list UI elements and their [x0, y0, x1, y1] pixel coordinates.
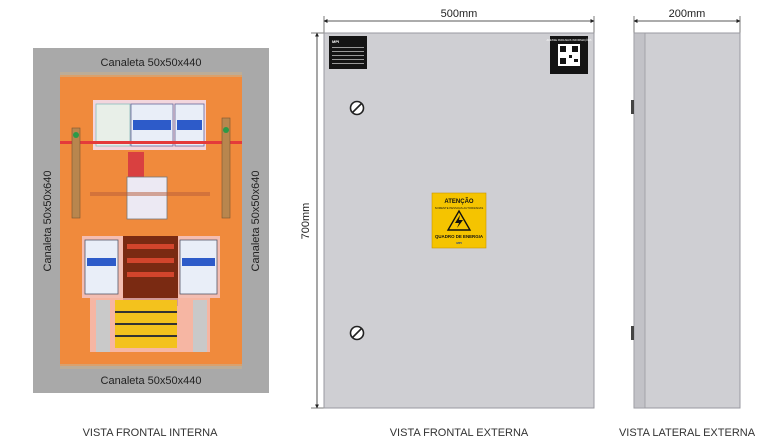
warning-title: ATENÇÃO [444, 198, 474, 205]
nameplate-line-5 [332, 63, 364, 64]
duct-right-label: Canaleta 50x50x640 [250, 171, 262, 272]
busbar-2 [127, 258, 174, 263]
busbar-1 [127, 244, 174, 249]
surge-protector [95, 103, 131, 147]
main-breaker-band [133, 120, 171, 130]
mid-wire [90, 192, 210, 196]
central-breaker [126, 176, 168, 220]
duct-left-label: Canaleta 50x50x640 [42, 171, 54, 272]
side-caption: VISTA LATERAL EXTERNA [619, 427, 756, 439]
right-breaker-bank [179, 239, 218, 295]
busbar-feed [128, 152, 144, 180]
lock-icon-top [349, 100, 365, 116]
lock-icon-bottom [349, 325, 365, 341]
duct-top-label: Canaleta 50x50x440 [101, 57, 202, 69]
left-breaker-bank [84, 239, 119, 295]
interior-caption: VISTA FRONTAL INTERNA [83, 427, 219, 439]
lightning-bolt-icon [455, 215, 463, 228]
duct-bottom-label: Canaleta 50x50x440 [101, 375, 202, 387]
ground-bar-left [71, 127, 81, 219]
bottom-duct [60, 364, 242, 369]
right-cable-bundle [193, 300, 207, 352]
width-dimension: 500mm [441, 8, 478, 20]
warning-brand: MPI [456, 241, 462, 245]
busbar-3 [127, 272, 174, 277]
left-breaker-bank-band [87, 258, 116, 266]
front-caption: VISTA FRONTAL EXTERNA [390, 427, 529, 439]
nameplate-line-1 [332, 47, 364, 48]
interior-view: Canaleta 50x50x440 Canaleta 50x50x440 Ca… [33, 48, 269, 439]
warning-subtitle: SOMENTE PESSOAS AUTORIZADAS [435, 206, 484, 210]
nameplate-line-3 [332, 55, 364, 56]
depth-dimension: 200mm [669, 8, 706, 20]
top-breaker-2-band [177, 120, 202, 130]
nameplate-brand: MPI [332, 39, 339, 44]
terminal-line-3 [115, 335, 177, 337]
nameplate-line-4 [332, 59, 364, 60]
terminal-line-2 [115, 323, 177, 325]
front-view: 500mm 700mm MPI ACESSE PARA MAIS INFORMA… [300, 8, 595, 439]
hinge-bottom [631, 326, 634, 340]
qr-finder-1 [560, 46, 566, 52]
ground-bar-right [221, 117, 231, 219]
left-cable-bundle [96, 300, 110, 352]
qr-module-1 [569, 55, 572, 58]
right-breaker-bank-band [182, 258, 215, 266]
red-divider [60, 141, 242, 144]
warning-bottom-text: QUADRO DE ENERGIA [435, 234, 484, 239]
qr-finder-3 [560, 58, 566, 64]
height-dimension: 700mm [300, 203, 312, 240]
side-view: 200mm VISTA LATERAL EXTERNA [619, 8, 756, 439]
top-duct [60, 72, 242, 77]
ground-terminal-left [73, 132, 79, 138]
ground-terminal-right [223, 127, 229, 133]
hinge-top [631, 100, 634, 114]
qr-finder-2 [572, 46, 578, 52]
door-edge [633, 32, 646, 409]
qr-module-2 [574, 59, 578, 62]
enclosure-side [633, 32, 741, 409]
terminal-line-1 [115, 311, 177, 313]
nameplate-line-2 [332, 51, 364, 52]
qr-label: ACESSE PARA MAIS INFORMAÇÕES [546, 37, 591, 42]
